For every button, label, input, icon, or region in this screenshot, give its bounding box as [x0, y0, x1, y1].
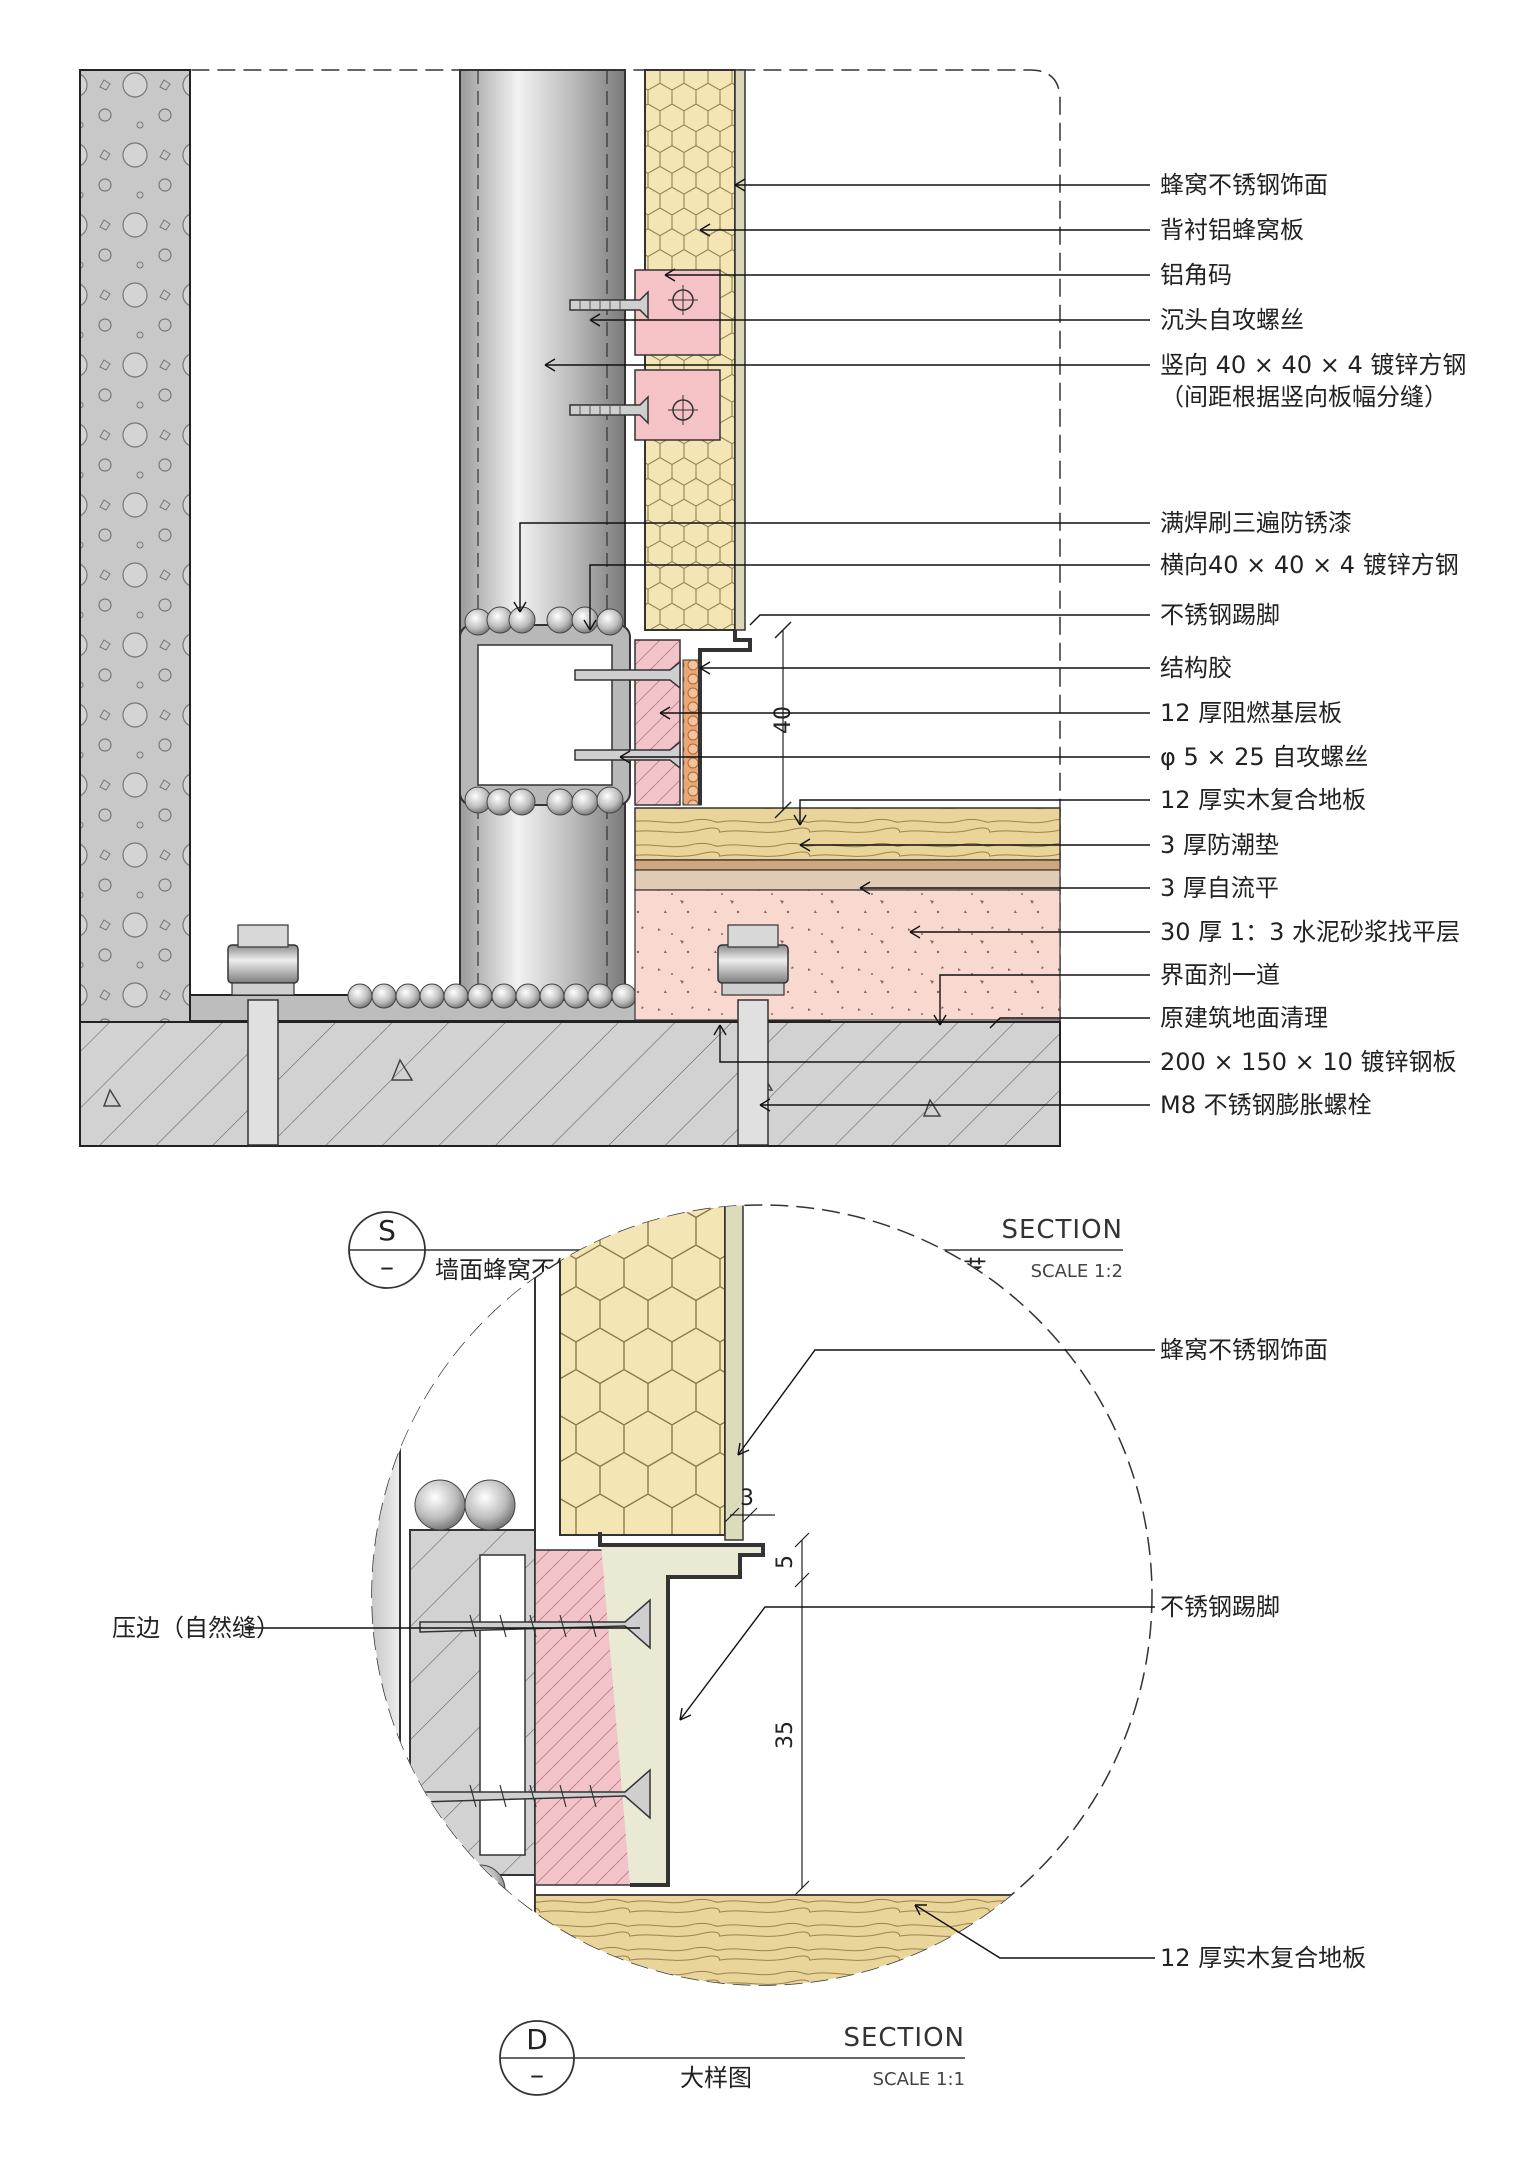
anchor-bolt-right [717, 924, 789, 1146]
aluminum-bracket [634, 269, 721, 356]
wood-floor [634, 807, 1061, 861]
moisture-pad [634, 859, 1061, 871]
section-s-drawing: 40 蜂窝不锈钢饰面 背衬铝蜂窝板 铝角码 沉头自攻螺丝 [79, 69, 1466, 1147]
floor-slab [79, 1021, 1061, 1147]
label-original-floor: 原建筑地面清理 [1160, 1004, 1328, 1032]
detail-label-face: 蜂窝不锈钢饰面 [1160, 1336, 1328, 1364]
mortar-layer [634, 889, 1061, 1021]
concrete-wall [79, 69, 191, 1026]
bubble-letter: S [378, 1214, 396, 1247]
detail-label-floor: 12 厚实木复合地板 [1160, 1944, 1366, 1972]
bubble-number: – [380, 1250, 394, 1283]
detail-scale: SCALE 1:1 [873, 2069, 965, 2090]
label-full-weld: 满焊刷三遍防锈漆 [1160, 509, 1352, 537]
vertical-steel-tube [459, 69, 626, 1001]
section-d-drawing: 3 5 35 蜂窝不锈钢饰面 不锈钢踢脚 12 厚实木复合地板 压边（自然缝） [112, 1204, 1366, 1986]
detail-label-skirting: 不锈钢踢脚 [1160, 1593, 1280, 1621]
label-self-tapping-screw: φ 5 × 25 自攻螺丝 [1160, 743, 1368, 771]
label-self-leveling: 3 厚自流平 [1160, 874, 1279, 902]
label-interface-agent: 界面剂一道 [1160, 961, 1280, 989]
self-tapping-screw [574, 660, 681, 770]
label-horizontal-tube: 横向40 × 40 × 4 镀锌方钢 [1160, 551, 1459, 579]
detail-honeycomb [559, 1205, 726, 1536]
label-structural-glue: 结构胶 [1160, 654, 1232, 682]
label-vertical-tube-note: （间距根据竖向板幅分缝） [1160, 383, 1448, 411]
section-d-title: D – SECTION 大样图 SCALE 1:1 [499, 2020, 965, 2096]
dimension-40-label: 40 [771, 706, 796, 734]
self-leveling [634, 869, 1061, 891]
detail-floor [534, 1894, 1096, 1985]
detail-bubble-number: – [530, 2058, 544, 2091]
dimension-3-label: 3 [740, 1486, 754, 1511]
detail-dimensions [724, 1507, 810, 1896]
label-countersunk-screw: 沉头自攻螺丝 [1160, 306, 1304, 334]
label-base-board: 12 厚阻燃基层板 [1160, 699, 1342, 727]
detail-section-word: SECTION [843, 2023, 965, 2053]
detail-label-edge: 压边（自然缝） [112, 1614, 280, 1642]
anchor-bolt-left [227, 924, 299, 1146]
dimension-5-label: 5 [773, 1555, 798, 1569]
label-aluminum-bracket: 铝角码 [1160, 261, 1232, 289]
detail-bubble-letter: D [526, 2023, 548, 2056]
dimension-35-label: 35 [773, 1721, 798, 1749]
section-scale: SCALE 1:2 [1031, 1261, 1123, 1282]
dimension-40 [774, 621, 792, 819]
stainless-skirting [698, 630, 752, 805]
label-moisture-pad: 3 厚防潮垫 [1160, 831, 1279, 859]
section-d-leaders [245, 1349, 1155, 1959]
detail-title: 大样图 [680, 2064, 752, 2092]
section-s-leaders [513, 178, 1150, 1112]
label-mortar: 30 厚 1：3 水泥砂浆找平层 [1160, 918, 1460, 946]
label-wood-floor: 12 厚实木复合地板 [1160, 786, 1366, 814]
base-board [634, 639, 681, 806]
label-skirting: 不锈钢踢脚 [1160, 601, 1280, 629]
detail-screws [419, 1598, 651, 1820]
label-expansion-bolt: M8 不锈钢膨胀螺栓 [1160, 1091, 1372, 1119]
countersunk-screw [569, 290, 649, 425]
label-honeycomb-face: 蜂窝不锈钢饰面 [1160, 171, 1328, 199]
section-word: SECTION [1001, 1215, 1123, 1245]
weld-beads [464, 606, 624, 816]
label-steel-plate: 200 × 150 × 10 镀锌钢板 [1160, 1048, 1457, 1076]
label-vertical-tube: 竖向 40 × 40 × 4 镀锌方钢 [1160, 351, 1466, 379]
label-aluminum-honeycomb: 背衬铝蜂窝板 [1160, 216, 1304, 244]
